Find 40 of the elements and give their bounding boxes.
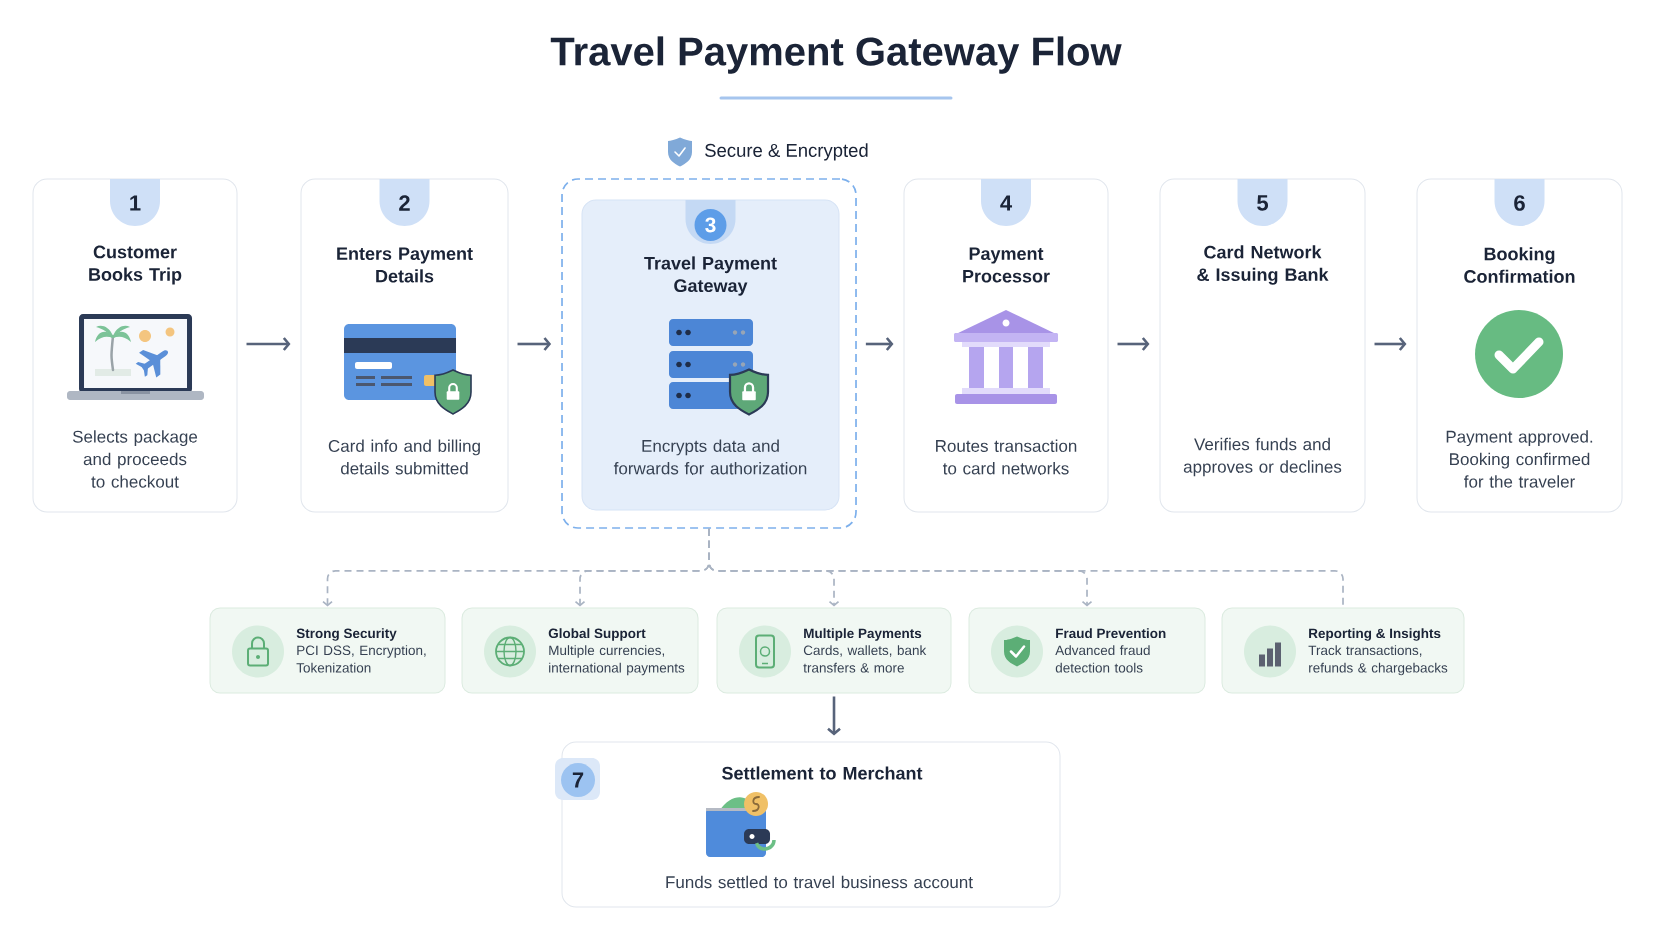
arrow <box>246 337 291 351</box>
step-badge: 5 <box>1237 179 1288 226</box>
card-title: Card Network & Issuing Bank <box>1197 245 1329 285</box>
card-description: Encrypts data and forwards for authorization <box>613 439 807 475</box>
card-title: Enters Payment Details <box>337 247 473 283</box>
card-description: Verifies funds and approves or declines <box>1183 437 1342 477</box>
step-badge: 7 <box>555 758 600 800</box>
card-title: Travel Payment Gateway <box>644 256 777 296</box>
card-title: Payment Processor <box>963 247 1050 283</box>
step-badge: 1 <box>110 179 160 226</box>
card-title: Customer Books Trip <box>89 245 182 285</box>
card-description: Funds settled to travel business account <box>666 875 973 889</box>
card-description: Selects package and proceeds to checkout <box>72 430 198 488</box>
feature-description: Track transactions, refunds & chargebacks <box>1308 645 1448 676</box>
card-description: Payment approved. Booking confirmed for the traveler <box>1446 430 1593 488</box>
arrow <box>1117 337 1150 351</box>
group-heading: Secure & Encrypted <box>705 143 868 161</box>
feature-description: PCI DSS, Encryption, Tokenization <box>296 645 426 673</box>
feature-title: Strong Security <box>296 628 397 641</box>
arrow <box>1374 337 1407 351</box>
dashed-connector-line <box>708 528 1344 608</box>
feature-description: Cards, wallets, bank transfers & more <box>803 645 927 673</box>
card-title: Booking Confirmation <box>1464 247 1575 283</box>
feature-title: Reporting & Insights <box>1309 628 1441 641</box>
card-description: Card info and billing details submitted <box>328 439 480 475</box>
step-badge: 2 <box>379 179 430 226</box>
arrow <box>827 696 841 736</box>
feature-description: Advanced fraud detection tools <box>1055 645 1150 673</box>
diagram-title: Travel Payment Gateway Flow <box>550 36 1122 74</box>
feature-title: Global Support <box>548 628 646 641</box>
feature-description: Multiple currencies, international payments <box>549 645 685 676</box>
card-description: Routes transaction to card networks <box>936 439 1077 475</box>
step-badge: 3 <box>685 200 736 244</box>
card-title: Settlement to Merchant <box>722 766 923 780</box>
step-badge: 4 <box>981 179 1031 226</box>
arrow <box>865 337 894 351</box>
feature-title: Fraud Prevention <box>1056 628 1166 639</box>
arrow <box>517 337 552 351</box>
step-badge: 6 <box>1494 179 1545 226</box>
feature-title: Multiple Payments <box>804 628 922 641</box>
